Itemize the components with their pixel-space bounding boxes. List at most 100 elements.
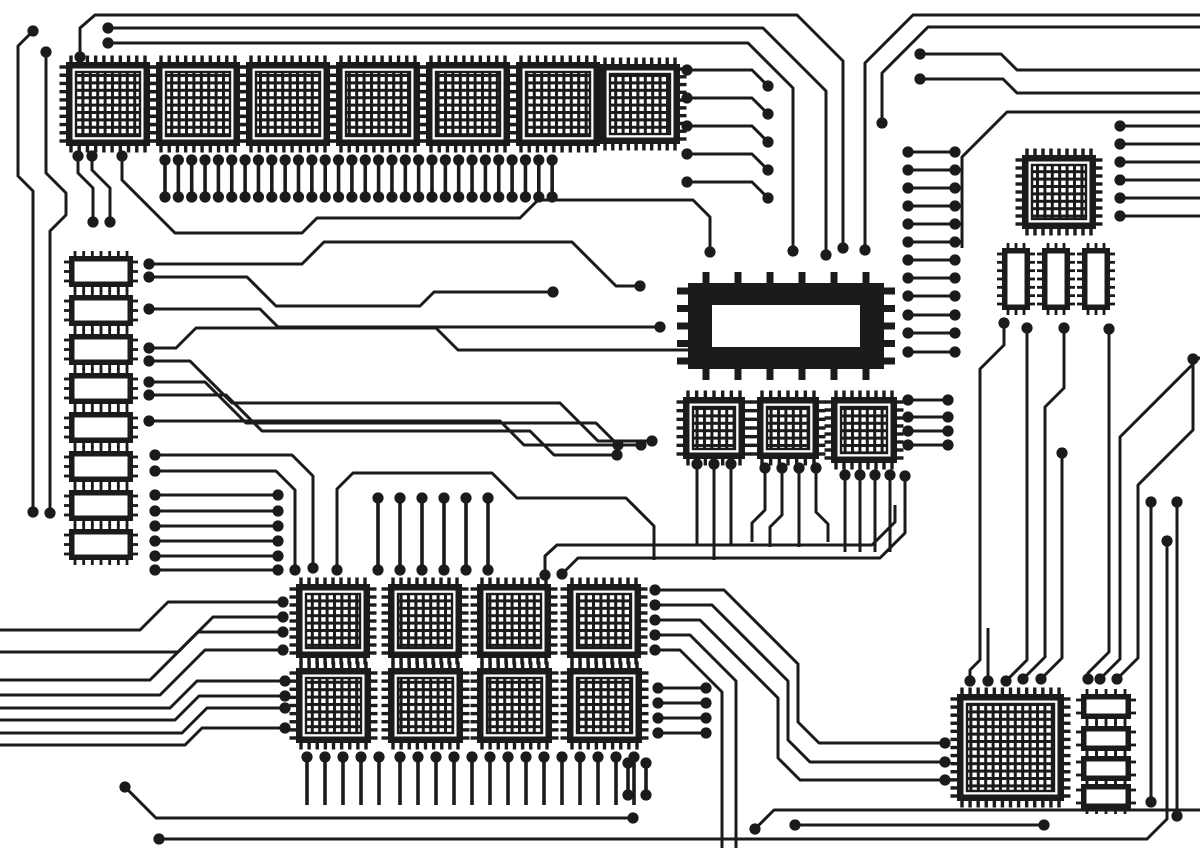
chip-pin [73, 482, 77, 487]
chip-pin [1041, 148, 1045, 155]
chip-pin [1085, 751, 1089, 756]
chip-pin [1057, 801, 1061, 808]
chip-pin [470, 703, 477, 708]
chip-pin [355, 577, 359, 584]
chip-pin [126, 146, 131, 153]
chip-pin [125, 329, 129, 334]
solder-dot [762, 192, 774, 204]
chip-die-grid [304, 676, 363, 735]
chip-pin [64, 387, 69, 390]
chip-pin [552, 695, 559, 700]
chip-pin [694, 390, 699, 397]
chip-die-grid [524, 70, 592, 138]
trace [149, 419, 641, 447]
chip-pin [1085, 721, 1089, 726]
trace [123, 785, 633, 820]
chip-pin [560, 687, 567, 691]
chip-pin [1076, 760, 1081, 764]
chip-pin [339, 743, 344, 750]
chip-pin [551, 603, 558, 607]
chip-pin [463, 671, 470, 675]
chip-pin [1104, 751, 1108, 756]
chip-pin [135, 146, 139, 153]
chip-pin [824, 424, 831, 428]
chip-window [1086, 731, 1126, 746]
chip-pin [371, 695, 378, 700]
chip-pin [950, 770, 957, 774]
chip-pin [1070, 277, 1075, 281]
chip-pin [676, 426, 683, 430]
chip-pin [641, 651, 648, 655]
chip-pin [560, 603, 567, 607]
chip-pin [1081, 229, 1085, 236]
chip-pin [968, 687, 972, 694]
chip-pin [339, 146, 343, 153]
solder-dot [149, 505, 161, 517]
chip-pin [950, 721, 957, 725]
chip-pin [90, 485, 94, 490]
solder-dot [306, 191, 318, 203]
chip-pin [143, 55, 147, 62]
chip-pin [551, 587, 558, 591]
chip-pin [750, 443, 757, 448]
chip-pin [1015, 198, 1022, 202]
chip-pin [116, 524, 120, 529]
qfp-chip [676, 390, 752, 466]
solder-dot [902, 309, 914, 321]
chip-pin [90, 443, 94, 448]
chip-pin [1095, 809, 1098, 814]
solder-dot [519, 191, 532, 203]
solder-dot [159, 154, 171, 166]
chip-pin [777, 459, 782, 466]
chip-pin [768, 390, 773, 397]
chip-pin [110, 55, 114, 62]
solder-dot [306, 154, 318, 166]
chip-pin [997, 302, 1002, 306]
chip-pin [509, 106, 516, 110]
chip-pin [593, 67, 600, 71]
chip-pin [447, 577, 451, 584]
chip-pin [551, 611, 558, 615]
chip-pin [1000, 687, 1005, 694]
chip-pin [570, 658, 574, 665]
chip-pin [1114, 809, 1117, 814]
chip-pin [82, 407, 86, 412]
solder-dot [460, 564, 472, 576]
solder-dot [1094, 673, 1106, 685]
solder-dot [277, 626, 289, 638]
chip-pin [64, 435, 69, 439]
chip-pin [1096, 198, 1103, 202]
chip-pin [1077, 285, 1082, 289]
chip-pin [388, 55, 393, 62]
solder-dot [239, 154, 251, 166]
chip-pin [509, 73, 516, 77]
chip-pin [99, 560, 103, 565]
chip-pin [470, 603, 477, 607]
chip-pin [997, 285, 1002, 289]
chip-pin [1104, 689, 1108, 694]
chip-pin [570, 577, 574, 584]
chip-pin [1123, 689, 1127, 694]
chip-pin [1049, 148, 1053, 155]
trace [880, 25, 1200, 123]
chip-pin [73, 365, 77, 370]
chip-pin [626, 57, 631, 64]
chip-pin [641, 611, 648, 615]
solder-dot [640, 789, 652, 801]
solder-dot [277, 611, 289, 623]
chip-pin [64, 552, 69, 556]
qfp-chip [560, 661, 649, 750]
chip-pin [842, 463, 846, 470]
chip-pin [552, 720, 559, 724]
trace [0, 706, 285, 735]
chip-pin [509, 114, 516, 119]
chip-pin [108, 485, 112, 490]
trace [120, 156, 712, 252]
chip-pin [1030, 294, 1035, 298]
chip-pin [593, 90, 600, 95]
chip-pin [676, 408, 683, 413]
chip-pin [1064, 761, 1071, 766]
solder-dot [547, 286, 559, 298]
solder-dot [520, 751, 532, 763]
chip-pin [93, 146, 98, 153]
